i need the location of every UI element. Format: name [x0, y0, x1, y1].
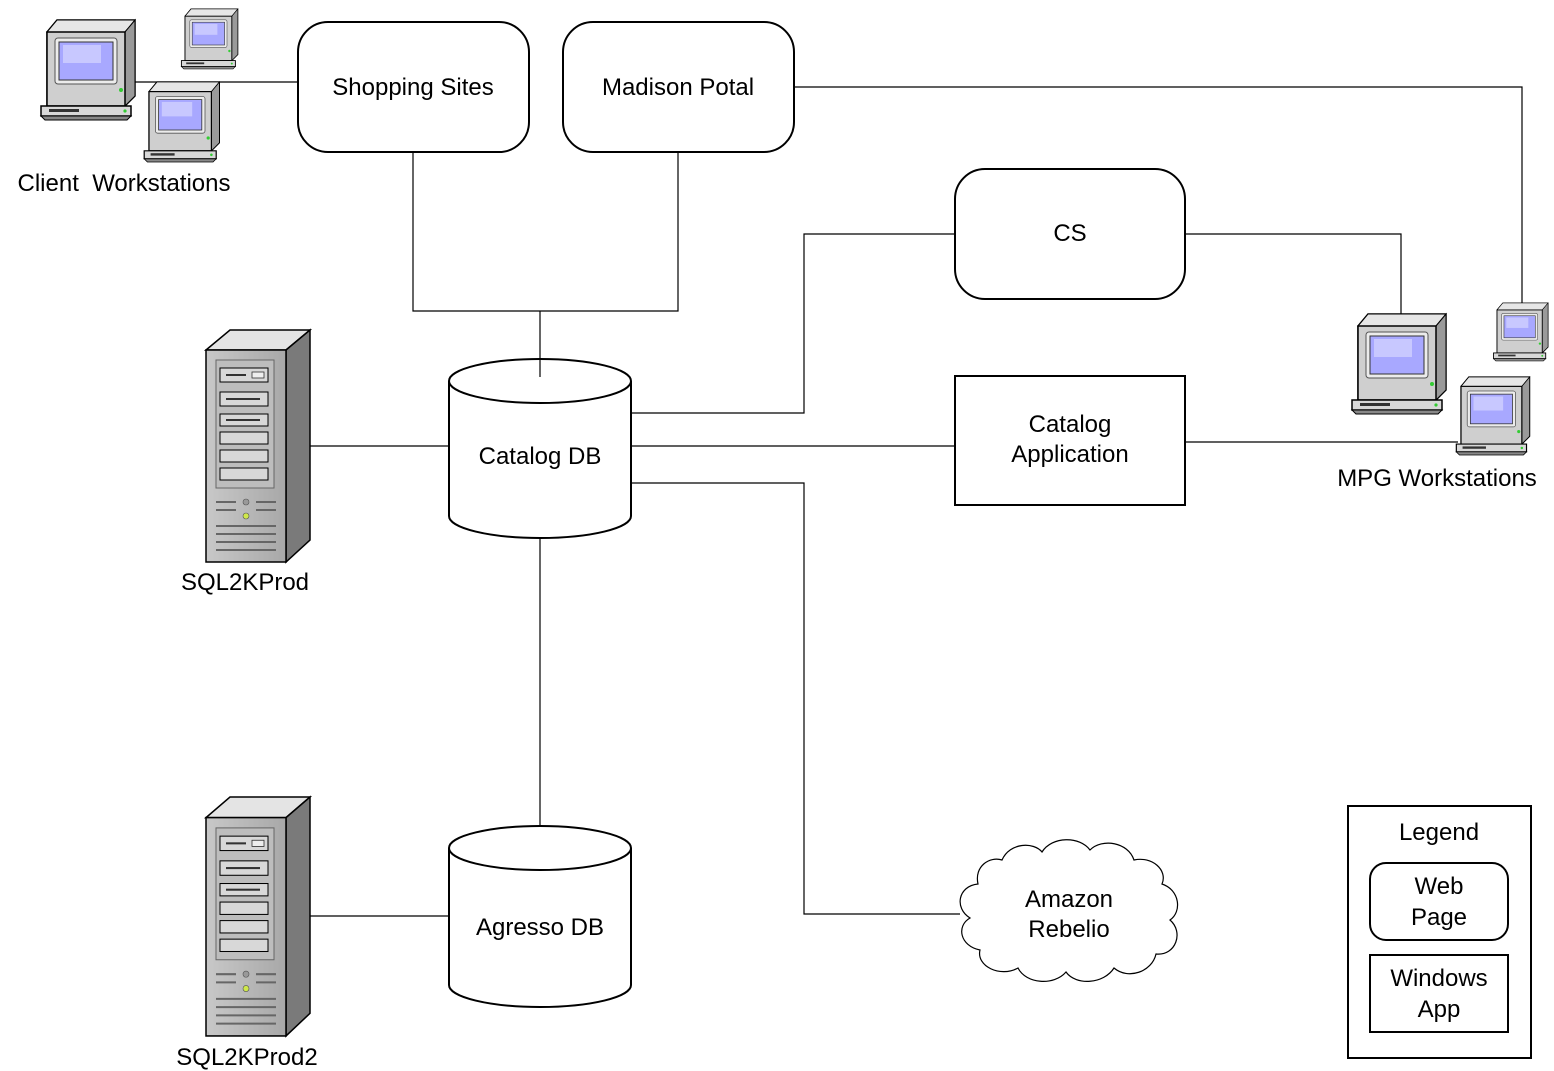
database-cylinder-icon — [448, 381, 632, 539]
workstation-icon — [1493, 302, 1549, 362]
shopping-sites-node: Shopping Sites — [297, 21, 530, 153]
tower-server-icon — [204, 795, 312, 1037]
legend-web-page-line2: Page — [1411, 904, 1467, 931]
legend-web-page-item: Web Page — [1369, 862, 1509, 941]
catalog-application-node: Catalog Application — [954, 375, 1186, 506]
sql2kprod2-node: SQL2KProd2 — [176, 795, 318, 1071]
workstation-icon — [1351, 313, 1447, 415]
amazon-rebelio-label-line1: Amazon — [1025, 886, 1113, 913]
workstation-icon — [180, 8, 239, 70]
cs-label: CS — [1053, 220, 1086, 247]
legend-windows-app-line1: Windows — [1390, 965, 1487, 992]
sql2kprod-label: SQL2KProd — [181, 569, 309, 596]
tower-server-icon — [205, 329, 311, 563]
mpg-workstations-group: MPG Workstations — [1337, 302, 1549, 492]
mpg-workstations-label: MPG Workstations — [1337, 465, 1537, 492]
connector-catalogdb-cs — [631, 233, 955, 414]
cs-node: CS — [954, 168, 1186, 300]
catalog-application-label-line1: Catalog — [1029, 411, 1112, 438]
madison-portal-node: Madison Potal — [562, 21, 795, 153]
client-workstations-group: Client Workstations — [18, 8, 239, 197]
agresso-db-label: Agresso DB — [476, 914, 604, 941]
connectors — [130, 81, 1523, 917]
legend-windows-app-line2: App — [1418, 996, 1461, 1023]
legend-title: Legend — [1399, 819, 1479, 846]
legend: Legend Web Page Windows App — [1347, 805, 1532, 1059]
workstation-icon — [40, 19, 136, 121]
catalog-db-label: Catalog DB — [479, 443, 602, 470]
workstation-icon — [1455, 376, 1531, 456]
shopping-sites-label: Shopping Sites — [332, 74, 493, 101]
connector-web-to-catalogdb — [412, 152, 679, 312]
connector-catalogdb-amazon — [631, 482, 960, 915]
catalog-application-label-line2: Application — [1011, 441, 1128, 468]
connector-madison-mpg — [793, 86, 1523, 303]
agresso-db-node: Agresso DB — [448, 825, 632, 1008]
sql2kprod2-label: SQL2KProd2 — [176, 1044, 317, 1071]
legend-windows-app-item: Windows App — [1369, 954, 1509, 1033]
sql2kprod-node: SQL2KProd — [181, 329, 311, 596]
database-top-ellipse — [448, 825, 632, 871]
database-cylinder-icon — [448, 848, 632, 1008]
connector-cs-mpg — [1185, 233, 1402, 316]
amazon-rebelio-node: Amazon Rebelio — [959, 839, 1179, 982]
workstation-icon — [143, 81, 220, 163]
madison-portal-label: Madison Potal — [602, 74, 754, 101]
client-workstations-label: Client Workstations — [18, 170, 231, 197]
amazon-rebelio-label-line2: Rebelio — [1028, 916, 1109, 943]
legend-web-page-line1: Web — [1415, 873, 1464, 900]
cloud-icon — [959, 839, 1179, 982]
catalog-db-node: Catalog DB — [448, 358, 632, 539]
